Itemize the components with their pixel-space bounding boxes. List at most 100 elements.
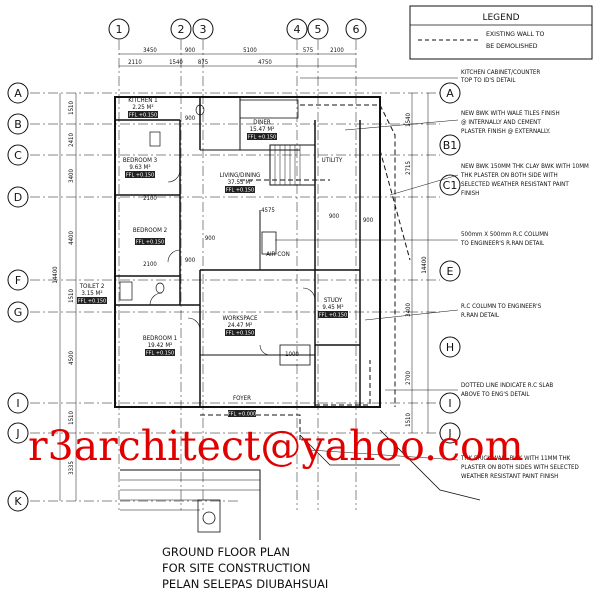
dim-right-1: 1540	[405, 113, 412, 127]
room-bedroom1-area: 19.42 M²	[148, 342, 173, 349]
grid-rows-left: A B C D F G I J K	[7, 82, 440, 512]
grid-rows-right: A B1 C1 E H I J	[439, 82, 461, 444]
room-toilet2-level: FFL +0.150	[78, 299, 106, 305]
note-7-line-2: PLASTER ON BOTH SIDES WITH SELECTED	[461, 464, 579, 471]
interior-dimensions: 2100 900 2100 900 1000 4575 900 900 900	[143, 115, 374, 358]
dim-left-4: 4400	[68, 231, 75, 245]
dim-left-7: 4500	[68, 351, 75, 365]
dim-int-6: 4575	[261, 207, 275, 214]
title-line-2: FOR SITE CONSTRUCTION	[162, 561, 310, 575]
dim-int-2: 900	[185, 257, 196, 264]
note-5-line-2: R.RAN DETAIL	[461, 312, 500, 319]
note-2-line-1: NEW BWK WITH WALE TILES FINISH	[461, 110, 560, 117]
room-diner-name: DINER	[253, 119, 271, 126]
dim-int-8: 900	[363, 217, 374, 224]
dim-top1-4: 575	[303, 47, 313, 54]
grid-row-left-f: F	[15, 274, 21, 287]
room-aircon-name: AIR CON	[266, 251, 290, 258]
note-6-line-1: DOTTED LINE INDICATE R.C SLAB	[461, 382, 553, 389]
room-workspace-level: FFL +0.150	[226, 331, 254, 337]
dim-top2-2: 1540	[169, 59, 183, 66]
legend-heading: LEGEND	[482, 13, 519, 23]
note-2-line-3: PLASTER FINISH @ EXTERNALLY.	[461, 127, 550, 135]
room-bedroom1-level: FFL +0.150	[146, 351, 174, 357]
grid-row-left-b: B	[14, 118, 22, 131]
dim-right-5: 1510	[405, 413, 412, 427]
grid-col-3: 3	[200, 23, 207, 36]
drawing-title: GROUND FLOOR PLAN FOR SITE CONSTRUCTION …	[162, 545, 328, 591]
grid-row-left-i: I	[16, 397, 19, 410]
dim-top1-3: 5100	[243, 47, 257, 54]
dim-right-3: 3400	[405, 303, 412, 317]
grid-col-1: 1	[116, 23, 123, 36]
dim-int-5: 1000	[285, 351, 299, 358]
room-study-name: STUDY	[324, 297, 343, 304]
grid-row-right-h: H	[446, 341, 454, 354]
grid-row-right-c1: C1	[443, 179, 458, 192]
demolished-walls	[200, 104, 411, 440]
grid-col-4: 4	[294, 23, 301, 36]
dim-left-5: 1510	[68, 289, 75, 303]
grid-col-2: 2	[178, 23, 185, 36]
room-toilet2-area: 3.15 M²	[81, 290, 102, 297]
walls	[114, 96, 381, 408]
grid-col-6: 6	[353, 23, 360, 36]
legend: LEGEND EXISTING WALL TO BE DEMOLISHED	[409, 5, 593, 60]
grid-row-left-j: J	[15, 427, 19, 440]
dim-right-4: 2700	[405, 371, 412, 385]
room-diner-level: FFL +0.150	[248, 135, 276, 141]
room-utility-name: UTILITY	[322, 157, 343, 164]
note-2-line-2: @ INTERNALLY AND CEMENT	[461, 118, 541, 126]
grid-row-left-d: D	[14, 191, 22, 204]
room-bedroom1-name: BEDROOM 1	[143, 335, 178, 342]
dim-int-3: 2100	[143, 261, 157, 268]
room-bedroom3-area: 9.63 M²	[129, 164, 150, 171]
room-kitchen1-area: 2.25 M²	[132, 104, 153, 111]
right-dimensions: 1540 2715 14400 3400 2700 1510	[405, 93, 429, 433]
room-living-level: FFL +0.150	[226, 188, 254, 194]
room-labels: KITCHEN 1 2.25 M² FFL +0.150 DINER 15.47…	[77, 97, 348, 418]
note-4-line-2: TO ENGINEER'S R.RAN DETAIL	[460, 240, 545, 247]
grid-row-right-e: E	[447, 265, 454, 278]
grid-row-left-c: C	[14, 149, 22, 162]
note-7-line-1: THK BRICK WALL BWK WITH 11MM THK	[460, 455, 571, 462]
dim-left-9: 3335	[68, 461, 75, 475]
note-4-line-1: 500mm X 500mm R.C COLUMN	[461, 231, 548, 238]
dim-int-9: 900	[185, 115, 196, 122]
dim-top1-5: 2100	[330, 47, 344, 54]
room-workspace-area: 24.47 M²	[228, 322, 253, 329]
dim-right-total: 14400	[421, 256, 428, 274]
note-6-line-2: ABOVE TO ENG'S DETAIL	[461, 391, 530, 398]
note-1-line-2: TOP TO ID'S DETAIL	[460, 77, 516, 84]
room-foyer-name: FOYER	[233, 395, 251, 402]
room-kitchen1-name: KITCHEN 1	[128, 97, 158, 104]
grid-row-right-i: I	[448, 397, 451, 410]
dim-top1-2: 900	[185, 47, 196, 54]
room-bedroom2-level: FFL +0.150	[136, 240, 164, 246]
legend-item-text-1: EXISTING WALL TO	[486, 31, 545, 38]
note-3-line-2: THK PLASTER ON BOTH SIDE WITH	[460, 172, 558, 179]
note-3-line-4: FINISH	[461, 190, 479, 197]
note-5-line-1: R.C COLUMN TO ENGINEER'S	[461, 303, 542, 310]
dim-top2-4: 4750	[258, 59, 272, 66]
top-dimensions: 3450 900 5100 575 2100 2110 1540 875 475…	[119, 47, 356, 67]
grid-columns: 1 2 3 4 5 6	[108, 18, 367, 510]
dim-int-4: 900	[205, 235, 216, 242]
notes: KITCHEN CABINET/COUNTER TOP TO ID'S DETA…	[275, 69, 589, 480]
note-3-line-3: SELECTED WEATHER RESISTANT PAINT	[461, 181, 569, 188]
room-study-area: 9.45 M²	[322, 304, 343, 311]
grid-row-right-a: A	[446, 87, 454, 100]
room-bedroom3-name: BEDROOM 3	[123, 157, 158, 164]
room-kitchen1-level: FFL +0.150	[129, 113, 157, 119]
note-1-line-1: KITCHEN CABINET/COUNTER	[461, 69, 540, 76]
room-living-name: LIVING/DINING	[220, 172, 261, 179]
grid-row-left-a: A	[14, 87, 22, 100]
room-toilet2-name: TOILET 2	[79, 283, 105, 290]
title-line-3: PELAN SELEPAS DIUBAHSUAI	[162, 577, 328, 591]
note-7-line-3: WEATHER RESISTANT PAINT FINISH	[461, 473, 558, 480]
dim-top2-3: 875	[198, 59, 208, 66]
note-3-line-1: NEW BWK 150MM THK CLAY BWK WITH 10MM	[461, 163, 589, 170]
room-foyer-level: FFL +0.000	[228, 412, 256, 418]
dim-top1-1: 3450	[143, 47, 157, 54]
room-workspace-name: WORKSPACE	[222, 315, 257, 322]
